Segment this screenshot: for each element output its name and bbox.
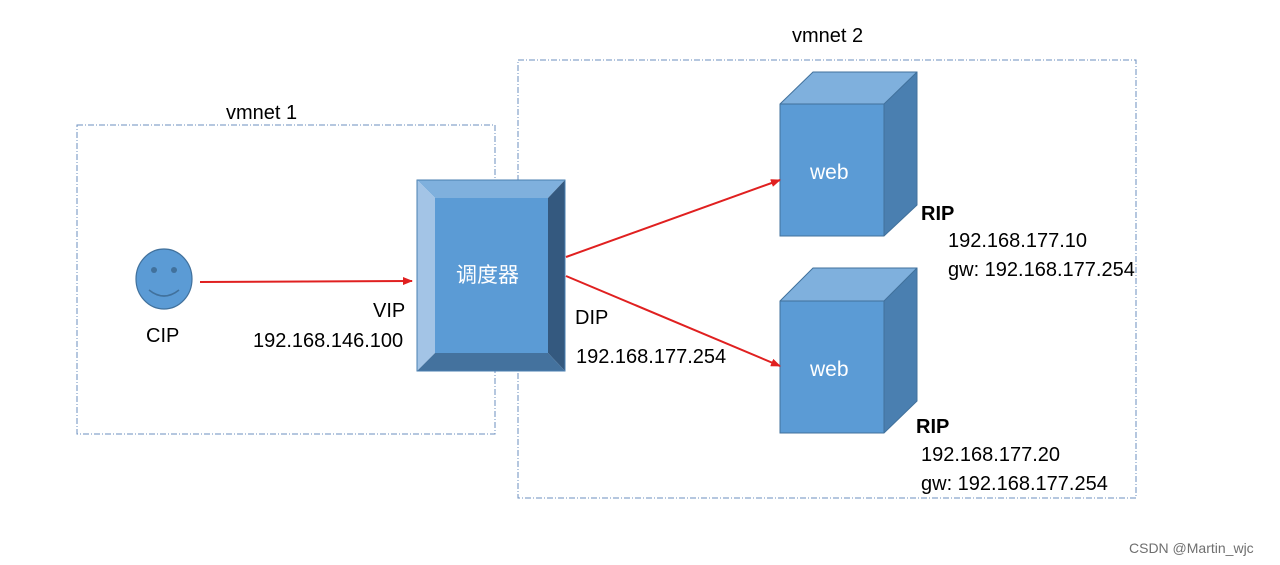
vmnet1-label: vmnet 1	[226, 102, 298, 124]
gateway-1: gw: 192.168.177.254	[948, 259, 1135, 281]
vip-ip: 192.168.146.100	[253, 330, 404, 352]
arrow-scheduler-to-web2	[565, 275, 781, 367]
gateway-2: gw: 192.168.177.254	[921, 473, 1108, 495]
rip-ip-1: 192.168.177.10	[948, 230, 1088, 252]
web-server-1	[779, 71, 918, 237]
web-server-2-label: web	[810, 358, 849, 381]
rip-label-2: RIP	[916, 416, 950, 438]
vip-label: VIP	[373, 300, 406, 322]
arrow-client-to-scheduler	[199, 277, 413, 286]
rip-label-1: RIP	[921, 203, 955, 225]
dip-label: DIP	[575, 307, 609, 329]
dip-ip: 192.168.177.254	[576, 346, 727, 368]
vmnet2-label: vmnet 2	[792, 25, 864, 47]
smiley-face-icon	[135, 248, 193, 310]
scheduler-box	[416, 179, 566, 372]
web-server-2	[779, 267, 918, 434]
scheduler-label: 调度器	[456, 264, 519, 287]
web-server-1-label: web	[810, 161, 849, 184]
client-label: CIP	[146, 325, 180, 347]
watermark: CSDN @Martin_wjc	[1129, 540, 1254, 556]
rip-ip-2: 192.168.177.20	[921, 444, 1061, 466]
arrow-scheduler-to-web1	[565, 179, 781, 258]
